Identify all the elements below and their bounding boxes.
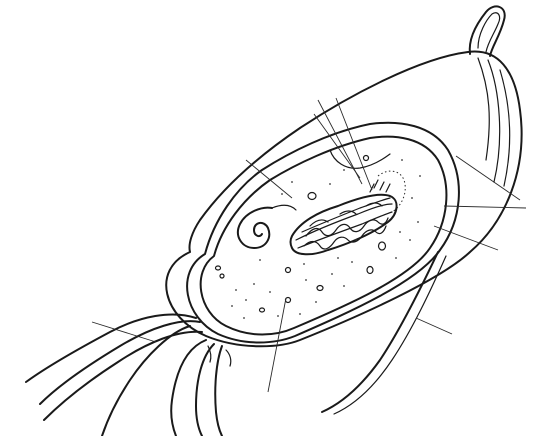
capsule-shading [478, 58, 510, 186]
cytoplasm-specks [231, 159, 421, 319]
cytoplasm-granules [216, 156, 386, 313]
spiral-connector [272, 205, 296, 210]
flagellum-right [322, 252, 438, 412]
flagella [26, 314, 231, 436]
spiral-structure [238, 208, 272, 248]
capsule-outline [166, 52, 521, 347]
